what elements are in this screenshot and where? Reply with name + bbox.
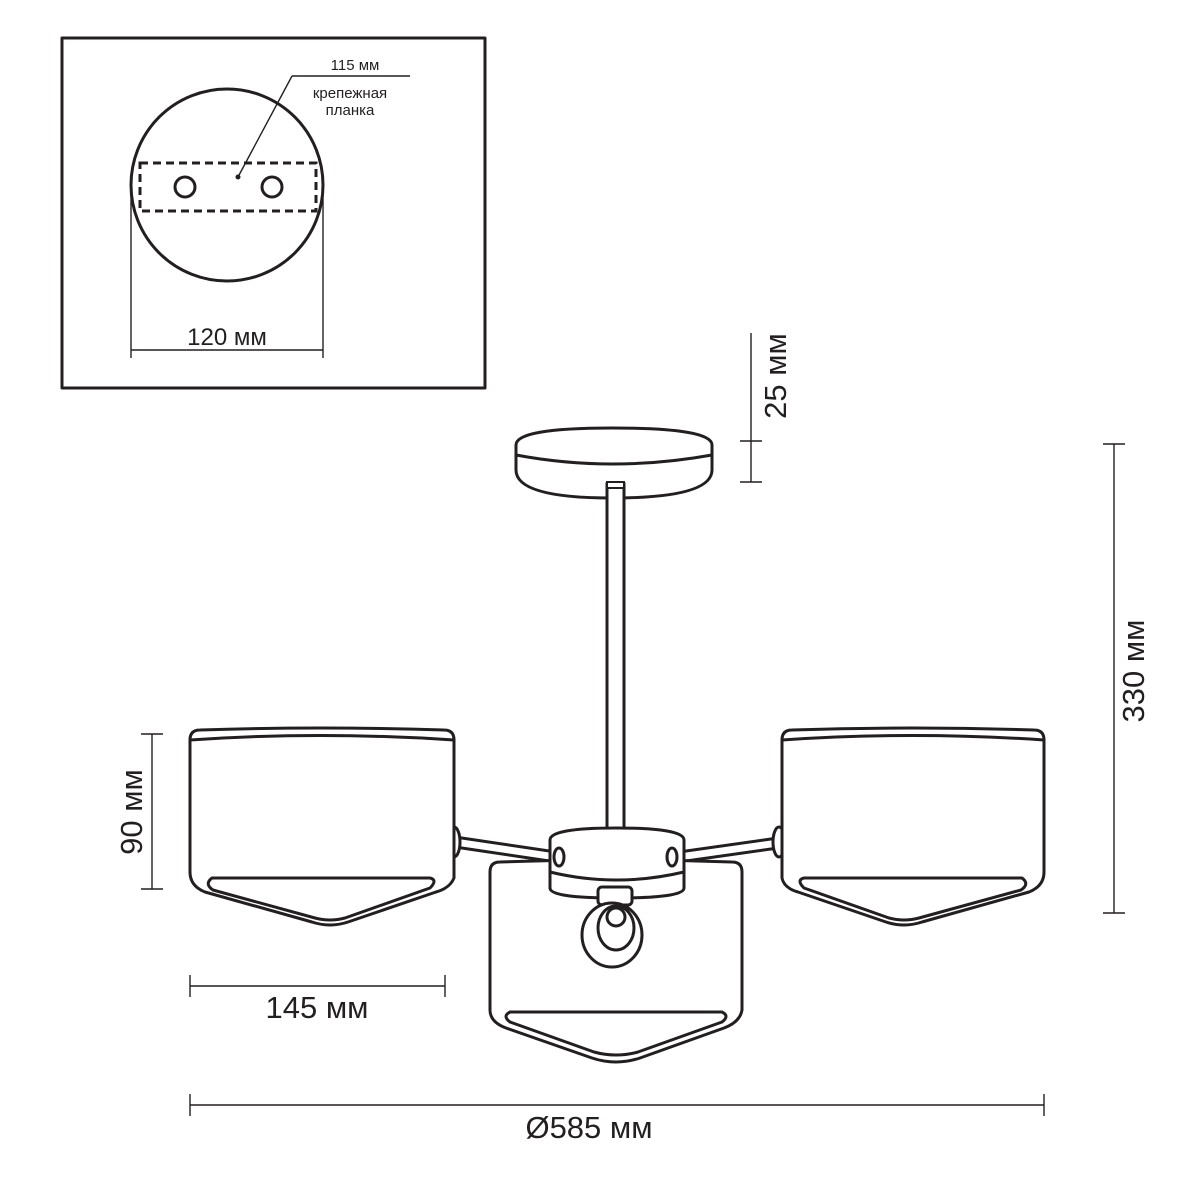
screw-hole-right: [260, 175, 284, 199]
hub-joint-right: [665, 846, 679, 868]
base-plate-circle: [129, 87, 325, 283]
chandelier: [188, 426, 1046, 1064]
dim-shade-width: 145 мм: [189, 975, 446, 1025]
dim-base-height: 25 мм: [740, 333, 793, 483]
shade-width-label: 145 мм: [266, 990, 369, 1025]
dim-shade-height: 90 мм: [114, 733, 163, 890]
shade-left-bottom-rim: [206, 876, 436, 922]
hub-joint-left: [552, 846, 566, 868]
shade-left: [188, 726, 456, 927]
central-hub: [548, 826, 686, 900]
base-height-label: 25 мм: [758, 333, 793, 419]
shade-left-top: [188, 734, 456, 742]
mounting-bracket-dashed: [138, 161, 318, 213]
shade-right: [780, 726, 1046, 927]
arm-right: [670, 836, 780, 865]
bulb: [580, 901, 644, 969]
suspension-rod: [605, 482, 626, 834]
plate-label-line1: крепежная: [313, 85, 387, 102]
screw-hole-left: [173, 175, 197, 199]
hub-ring: [548, 870, 686, 882]
overall-diameter-label: Ø585 мм: [525, 1110, 652, 1145]
arm-left: [453, 835, 558, 864]
dim-overall-diameter: Ø585 мм: [189, 1094, 1045, 1145]
shade-right-bottom-rim: [798, 876, 1028, 922]
dim-total-height: 330 мм: [1103, 443, 1151, 914]
leader-line: [237, 75, 293, 178]
rod-collar: [606, 481, 625, 489]
bulb-cap: [605, 906, 627, 928]
total-height-label: 330 мм: [1116, 620, 1151, 723]
mount-inset: 115 мм крепежная планка 120 мм: [60, 36, 487, 390]
inset-frame: [60, 36, 487, 390]
canopy-edge: [514, 453, 714, 466]
base-diameter-label: 120 мм: [187, 324, 267, 351]
bulb-inner: [596, 904, 636, 952]
screw-spacing-label: 115 мм: [331, 57, 380, 74]
plate-label-line2: планка: [326, 102, 375, 119]
shade-height-label: 90 мм: [114, 769, 149, 855]
shade-right-top: [780, 734, 1046, 742]
shade-center-bottom-rim: [504, 1010, 728, 1057]
